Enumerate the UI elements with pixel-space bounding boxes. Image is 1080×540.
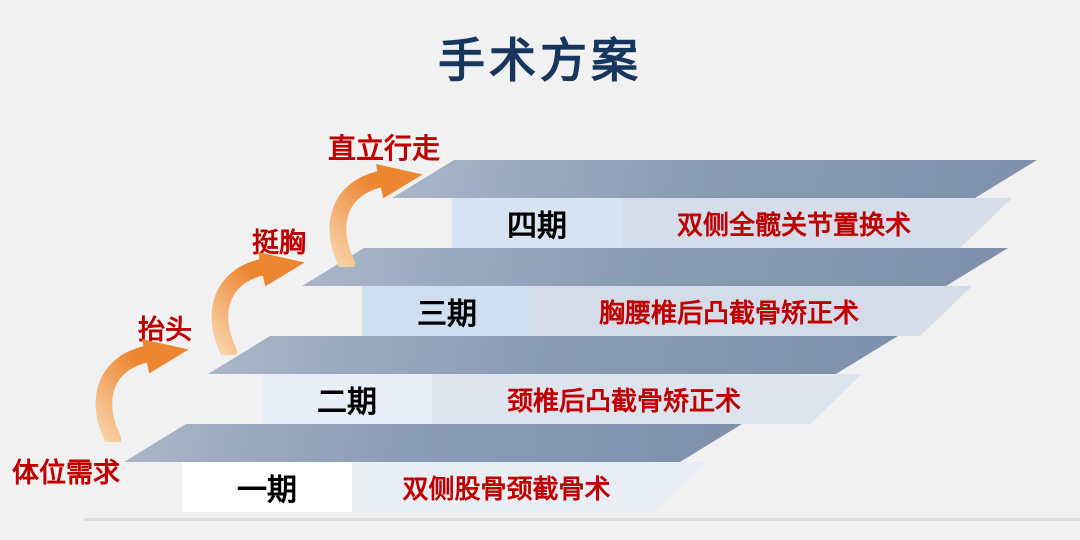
step-2-phase-box: 二期 bbox=[262, 374, 432, 424]
step-2-top-face bbox=[208, 336, 898, 374]
curved-up-arrow-icon bbox=[326, 163, 430, 267]
step-1-phase-label: 一期 bbox=[237, 474, 297, 507]
step-3-phase-box: 三期 bbox=[362, 286, 532, 336]
step-4-procedure-label: 双侧全髋关节置换术 bbox=[676, 209, 911, 240]
step-3-top-face bbox=[302, 248, 1008, 286]
bottom-divider bbox=[84, 518, 1080, 521]
step-2-phase-label: 二期 bbox=[317, 386, 377, 419]
step-4-phase-label: 四期 bbox=[507, 210, 567, 243]
step-1-procedure-label: 双侧股骨颈截骨术 bbox=[402, 473, 611, 504]
curved-up-arrow-icon bbox=[92, 338, 196, 442]
milestone-label-raise-head: 抬头 bbox=[138, 315, 192, 345]
step-3-procedure-bar: 胸腰椎后凸截骨矫正术 bbox=[532, 286, 972, 336]
posture-need-label: 体位需求 bbox=[12, 458, 120, 488]
page-title: 手术方案 bbox=[438, 34, 642, 87]
step-1-procedure-bar: 双侧股骨颈截骨术 bbox=[352, 462, 707, 512]
step-1-phase-box: 一期 bbox=[182, 462, 352, 512]
step-2-procedure-bar: 颈椎后凸截骨矫正术 bbox=[432, 374, 862, 424]
milestone-label-upright-walk: 直立行走 bbox=[328, 133, 441, 164]
step-3-procedure-label: 胸腰椎后凸截骨矫正术 bbox=[598, 297, 859, 328]
curved-up-arrow-icon bbox=[208, 251, 312, 355]
step-3-phase-label: 三期 bbox=[417, 298, 477, 331]
step-4-phase-box: 四期 bbox=[452, 198, 622, 248]
step-4-top-face bbox=[392, 160, 1037, 198]
step-1-top-face bbox=[124, 424, 742, 462]
step-2-procedure-label: 颈椎后凸截骨矫正术 bbox=[506, 385, 741, 416]
step-4-procedure-bar: 双侧全髋关节置换术 bbox=[622, 198, 1012, 248]
